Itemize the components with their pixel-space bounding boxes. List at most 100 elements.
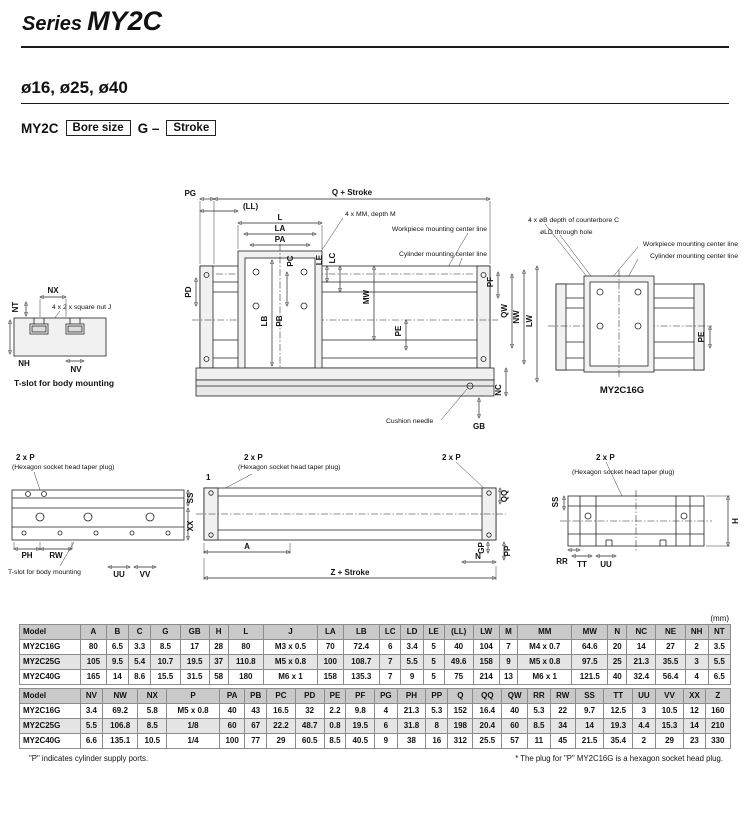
series-code: MY2C — [87, 6, 163, 36]
bottom-right-linework — [560, 461, 730, 556]
value-cell: 180 — [227, 669, 265, 685]
model-cell: MY2C40G — [19, 733, 81, 749]
column-header: A — [80, 624, 107, 640]
dim-label-uu-left: UU — [113, 570, 125, 579]
column-header: LC — [378, 624, 402, 640]
column-header: NX — [137, 688, 168, 704]
model-cell: MY2C16G — [19, 703, 81, 719]
dim-label-a: A — [244, 542, 250, 551]
value-cell: M4 x 0.7 — [517, 639, 573, 655]
bottom-left-linework — [11, 471, 188, 567]
dim-label-vv: VV — [140, 570, 151, 579]
column-header: Z — [704, 688, 732, 704]
value-cell: 17 — [179, 639, 210, 655]
value-cell: 3.5 — [707, 639, 732, 655]
value-cell: 14 — [626, 639, 657, 655]
dim-label-pf: PF — [486, 277, 495, 287]
value-cell: 21.3 — [626, 654, 657, 670]
value-cell: 40 — [443, 639, 474, 655]
value-cell: 75 — [443, 669, 474, 685]
value-cell: 2.2 — [323, 703, 347, 719]
value-cell: 210 — [704, 718, 732, 734]
series-word: Series — [22, 13, 83, 35]
value-cell: 2 — [684, 639, 709, 655]
dim-label-z-stroke: Z + Stroke — [331, 568, 370, 577]
column-header: PH — [396, 688, 427, 704]
value-cell: 8.5 — [137, 718, 168, 734]
value-cell: M6 x 1 — [263, 669, 318, 685]
value-cell: 19.5 — [345, 718, 376, 734]
value-cell: 16.4 — [472, 703, 503, 719]
value-cell: 3 — [632, 703, 656, 719]
value-cell: 31.5 — [179, 669, 210, 685]
dim-label-mw: MW — [362, 289, 371, 304]
value-cell: 64.6 — [571, 639, 609, 655]
column-header: RW — [549, 688, 576, 704]
value-cell: 14 — [683, 718, 706, 734]
column-header: XX — [683, 688, 706, 704]
column-header: SS — [574, 688, 605, 704]
value-cell: M5 x 0.8 — [166, 703, 220, 719]
column-header: NW — [101, 688, 139, 704]
value-cell: 152 — [447, 703, 474, 719]
value-cell: 19.5 — [179, 654, 210, 670]
value-cell: 9 — [498, 654, 519, 670]
note-cylinder-center-side: Cylinder mounting center line — [650, 253, 738, 260]
value-cell: 8.6 — [128, 669, 152, 685]
dim-label-pp: PP — [503, 545, 512, 556]
value-cell: 330 — [704, 733, 732, 749]
caption-side-view-model: MY2C16G — [600, 385, 644, 396]
note-counterbore: 4 x øB depth of counterbore C — [528, 217, 619, 224]
column-header: LE — [422, 624, 445, 640]
dim-label-la: LA — [275, 224, 286, 233]
value-cell: 106.8 — [101, 718, 139, 734]
bore-size-box: Bore size — [65, 120, 131, 136]
value-cell: 72.4 — [342, 639, 380, 655]
value-cell: 80 — [227, 639, 265, 655]
value-cell: 22.2 — [266, 718, 296, 734]
dim-label-nv: NV — [70, 365, 82, 374]
column-header: Model — [19, 688, 81, 704]
value-cell: 9 — [374, 733, 398, 749]
note-cylinder-center-main: Cylinder mounting center line — [399, 251, 487, 258]
dim-label-rr: RR — [556, 557, 568, 566]
bottom-middle-linework — [196, 461, 506, 580]
dim-label-qw: QW — [500, 304, 509, 318]
value-cell: 80 — [80, 639, 107, 655]
table-footnotes: "P" indicates cylinder supply ports. * T… — [19, 752, 731, 763]
value-cell: 32 — [294, 703, 325, 719]
value-cell: 11 — [527, 733, 551, 749]
dim-label-qq: QQ — [500, 490, 509, 502]
value-cell: 6.5 — [105, 639, 130, 655]
value-cell: 5.8 — [137, 703, 168, 719]
value-cell: 100 — [316, 654, 344, 670]
value-cell: 21.3 — [396, 703, 427, 719]
dim-label-lb: LB — [260, 315, 269, 326]
column-header: NT — [707, 624, 732, 640]
column-header: H — [208, 624, 229, 640]
note-cushion-needle: Cushion needle — [386, 418, 433, 425]
value-cell: 70 — [316, 639, 344, 655]
value-cell: 135.1 — [101, 733, 139, 749]
dim-label-one: 1 — [206, 473, 211, 482]
value-cell: 45 — [549, 733, 576, 749]
value-cell: 8.5 — [150, 639, 181, 655]
column-header: NH — [684, 624, 709, 640]
value-cell: 0.8 — [323, 718, 347, 734]
column-header: B — [105, 624, 130, 640]
value-cell: 5.3 — [527, 703, 551, 719]
value-cell: 165 — [80, 669, 107, 685]
value-cell: 40 — [218, 703, 246, 719]
bore-sizes: ø16, ø25, ø40 — [21, 78, 128, 97]
value-cell: 7 — [378, 669, 402, 685]
value-cell: 9.7 — [574, 703, 605, 719]
value-cell: 31.8 — [396, 718, 427, 734]
column-header: PE — [323, 688, 347, 704]
value-cell: 29 — [266, 733, 296, 749]
column-header: G — [150, 624, 181, 640]
